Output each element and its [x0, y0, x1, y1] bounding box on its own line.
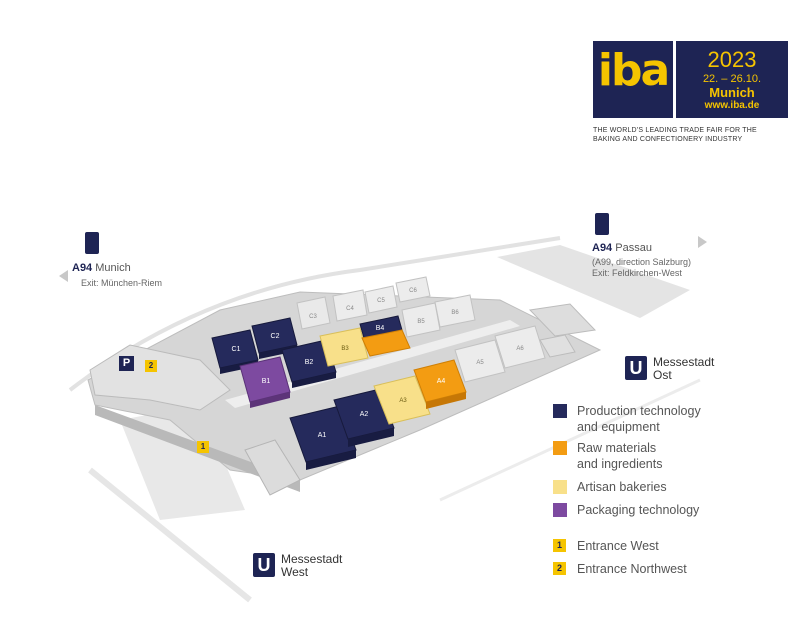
south-building — [244, 439, 301, 496]
hall-b5: B5 — [401, 302, 441, 338]
arrow-left-icon — [59, 270, 68, 282]
logo-info-panel: 2023 22. – 26.10. Munich www.iba.de — [676, 41, 788, 118]
hall-a5: A5 — [454, 339, 506, 383]
svg-text:C4: C4 — [346, 306, 354, 312]
logo-url: www.iba.de — [704, 100, 760, 111]
hall-a4: A4 — [413, 359, 467, 409]
highway-east-road: A94 — [592, 242, 613, 254]
svg-text:B3: B3 — [341, 346, 349, 352]
entrance-badge: 1 — [553, 539, 566, 552]
hall-b6: B6 — [434, 294, 476, 328]
svg-text:A3: A3 — [399, 398, 407, 404]
svg-text:A2: A2 — [360, 411, 369, 418]
legend-label: Packaging technology — [577, 503, 700, 517]
svg-text:C2: C2 — [271, 333, 280, 340]
highway-west-exit: Exit: München-Riem — [81, 278, 163, 288]
svg-text:B1: B1 — [262, 378, 271, 385]
highway-west-road: A94 — [72, 262, 93, 274]
legend-label: Entrance West — [577, 539, 659, 553]
svg-text:C3: C3 — [309, 314, 317, 320]
logo-tagline: THE WORLD'S LEADING TRADE FAIR FOR THE B… — [593, 126, 793, 144]
svg-text:C1: C1 — [232, 346, 241, 353]
hall-b1: B1 — [239, 356, 291, 408]
station-east-suffix: Ost — [653, 368, 672, 382]
highway-east-city: Passau — [615, 242, 652, 254]
svg-text:A4: A4 — [437, 378, 446, 385]
logo-word: iba — [597, 45, 670, 96]
svg-text:A6: A6 — [516, 346, 524, 352]
legend-label: Production technology — [577, 404, 701, 418]
hall-b2: B2 — [281, 339, 337, 388]
hall-b4-lower — [361, 329, 411, 357]
logo-city: Munich — [709, 85, 755, 100]
highway-east-detail: (A99, direction Salzburg) — [592, 257, 692, 267]
entrance-badge: 2 — [553, 562, 566, 575]
highway-west-label: A94 Munich — [72, 262, 131, 275]
legend-swatch — [553, 480, 567, 494]
legend-label-2: and equipment — [577, 420, 660, 434]
highway-east-exit: Exit: Feldkirchen-West — [592, 268, 682, 278]
station-east: Messestadt Ost — [653, 356, 714, 382]
hall-c6: C6 — [395, 276, 431, 303]
svg-text:A5: A5 — [476, 360, 484, 366]
motorway-icon — [595, 213, 609, 235]
hall-c2: C2 — [251, 317, 298, 359]
svg-text:A1: A1 — [318, 432, 327, 439]
parking-marker: P — [119, 356, 134, 371]
logo-year: 2023 — [707, 47, 757, 72]
svg-text:B4: B4 — [376, 325, 385, 332]
station-west-name: Messestadt — [281, 552, 343, 566]
svg-text:C6: C6 — [409, 288, 417, 294]
station-west: Messestadt West — [281, 553, 342, 579]
highway-west-city: Munich — [95, 262, 131, 274]
entrance-northwest-marker: 2 — [145, 360, 157, 372]
legend-swatch — [553, 441, 567, 455]
hall-c1: C1 — [211, 329, 259, 374]
svg-text:C5: C5 — [377, 298, 385, 304]
hall-c5: C5 — [364, 285, 398, 314]
arrow-right-icon — [698, 236, 707, 248]
svg-text:B2: B2 — [305, 359, 314, 366]
highway-east-label: A94 Passau — [592, 242, 652, 255]
logo-mark: iba — [593, 41, 673, 118]
entrance-west-marker: 1 — [197, 441, 209, 453]
legend-swatch — [553, 404, 567, 418]
svg-text:B5: B5 — [417, 319, 425, 325]
legend-label: Artisan bakeries — [577, 480, 667, 494]
station-west-suffix: West — [281, 565, 309, 579]
legend-swatch — [553, 503, 567, 517]
station-east-name: Messestadt — [653, 355, 715, 369]
legend-label: Entrance Northwest — [577, 562, 687, 576]
hall-a6: A6 — [494, 325, 546, 369]
svg-text:B6: B6 — [451, 310, 459, 316]
hall-b3: B3 — [319, 327, 369, 367]
hall-a2: A2 — [333, 388, 395, 447]
iba-logo: iba 2023 22. – 26.10. Munich www.iba.de — [593, 41, 788, 118]
hall-c3: C3 — [296, 296, 331, 330]
tagline-line-2: BAKING AND CONFECTIONERY INDUSTRY — [593, 136, 743, 143]
hall-a3: A3 — [373, 375, 431, 425]
hall-a1: A1 — [289, 405, 357, 470]
hall-c4: C4 — [332, 289, 368, 322]
legend-label: Raw materials — [577, 441, 657, 455]
motorway-icon — [85, 232, 99, 254]
subway-icon: U — [625, 356, 647, 380]
tagline-line-1: THE WORLD'S LEADING TRADE FAIR FOR THE — [593, 127, 757, 134]
legend-label-2: and ingredients — [577, 457, 663, 471]
logo-dates: 22. – 26.10. — [702, 73, 762, 85]
subway-icon: U — [253, 553, 275, 577]
